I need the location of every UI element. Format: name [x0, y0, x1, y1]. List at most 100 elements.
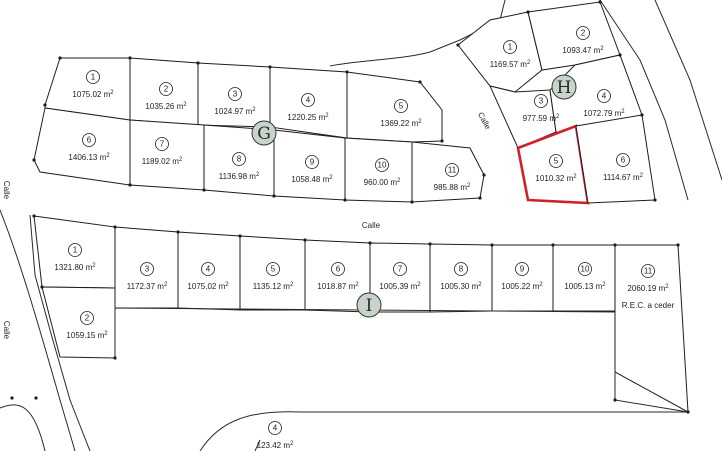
lot-number-badge — [503, 40, 517, 54]
area-unit-exponent: 2 — [417, 282, 421, 288]
lot-number: 4 — [273, 424, 278, 433]
lot-number: 7 — [160, 140, 165, 149]
lot-number-badge — [578, 262, 592, 276]
lot-area: 1005.39 m2 — [379, 282, 421, 291]
lot-number: 11 — [644, 267, 653, 276]
lot-area: 960.00 m2 — [364, 178, 401, 187]
lot-h6[interactable] — [575, 114, 656, 204]
lot-number-badge — [305, 155, 319, 169]
lot-number: 1 — [91, 73, 96, 82]
lot-area: 1005.22 m2 — [501, 282, 543, 291]
lot-label-i7: 7 1005.39 m2 — [379, 262, 421, 291]
area-unit-exponent: 2 — [325, 113, 329, 119]
lot-number-badge — [301, 93, 315, 107]
lot-number-badge — [68, 243, 82, 257]
block-marker-g[interactable]: G — [251, 120, 277, 146]
lot-area: 1035.26 m2 — [145, 102, 187, 111]
lot-number: 8 — [459, 265, 464, 274]
lot-number: 7 — [398, 265, 403, 274]
lower-mid-curve — [199, 411, 688, 451]
area-unit-exponent: 2 — [104, 331, 108, 337]
area-unit-exponent: 2 — [602, 282, 606, 288]
lot-area: 1172.37 m2 — [127, 282, 168, 291]
area-unit-exponent: 2 — [106, 153, 110, 159]
area-unit-exponent: 2 — [621, 109, 625, 115]
block-marker-h[interactable]: H — [551, 74, 577, 100]
right-road-edge-inner — [654, 0, 722, 181]
area-unit-exponent: 2 — [556, 114, 560, 120]
block-marker-i[interactable]: I — [356, 292, 382, 318]
lot-i10[interactable] — [552, 244, 616, 312]
right-road-edge-outer — [599, 0, 689, 201]
lot-number: 9 — [520, 265, 525, 274]
lot-number-badge — [140, 262, 154, 276]
lot-number: 4 — [602, 92, 607, 101]
lot-area: 1075.02 m2 — [72, 90, 114, 99]
lot-number-badge — [86, 70, 100, 84]
area-unit-exponent: 2 — [600, 46, 604, 52]
lot-i9[interactable] — [491, 244, 554, 312]
lot-i8[interactable] — [429, 243, 493, 313]
lot-number-badge — [331, 262, 345, 276]
lot-area: 2060.19 m2 — [627, 284, 669, 293]
lot-number-badge — [82, 133, 96, 147]
lot-area: 977.59 m2 — [523, 114, 560, 123]
lot-number-badge — [445, 163, 459, 177]
street-label-left-lower: Calle — [2, 321, 11, 340]
lot-number-badge — [155, 137, 169, 151]
area-unit-exponent: 2 — [179, 157, 183, 163]
lot-area: 1369.22 m2 — [380, 119, 422, 128]
lot-number-badge — [266, 262, 280, 276]
area-unit-exponent: 2 — [640, 173, 644, 179]
lot-area: 1018.87 m2 — [317, 282, 359, 291]
area-unit-exponent: 2 — [290, 282, 294, 288]
lot-number: 3 — [539, 97, 544, 106]
lot-area: 1024.97 m2 — [214, 107, 256, 116]
block-i-lower-line — [114, 307, 616, 358]
lot-g6[interactable] — [33, 107, 131, 186]
top-road-edge — [329, 0, 506, 67]
lot-area: 1189.02 m2 — [142, 157, 183, 166]
lower-left-curve — [0, 404, 46, 451]
lot-number-badge — [80, 311, 94, 325]
vertex-dots — [10, 0, 690, 414]
lot-number: 4 — [306, 96, 311, 105]
lot-note: R.E.C. a ceder — [622, 301, 675, 310]
area-unit-exponent: 2 — [478, 282, 482, 288]
area-unit-exponent: 2 — [665, 284, 669, 290]
lot-g7[interactable] — [129, 119, 205, 191]
lot-number: 1 — [73, 246, 78, 255]
lot-area: 1005.13 m2 — [564, 282, 606, 291]
lot-number: 5 — [271, 265, 276, 274]
lot-number-badge — [641, 264, 655, 278]
lot-label-i5: 5 1135.12 m2 — [253, 262, 294, 291]
area-unit-exponent: 2 — [527, 60, 531, 66]
lot-number-badge — [232, 152, 246, 166]
lot-area: 1005.30 m2 — [440, 282, 482, 291]
area-unit-exponent: 2 — [467, 183, 471, 189]
area-unit-exponent: 2 — [397, 178, 401, 184]
lot-label-i3: 3 1172.37 m2 — [127, 262, 168, 291]
lot-label-g1: 1 1075.02 m2 — [72, 70, 114, 99]
area-unit-exponent: 2 — [573, 174, 577, 180]
lot-number-badge — [394, 99, 408, 113]
lot-area: 1135.12 m2 — [253, 282, 294, 291]
lot-number: 9 — [310, 158, 315, 167]
area-unit-exponent: 2 — [355, 282, 359, 288]
lot-i2[interactable] — [41, 286, 116, 359]
lot-number: 3 — [145, 265, 150, 274]
lot-number-badge — [597, 89, 611, 103]
area-unit-exponent: 2 — [183, 102, 187, 108]
lot-h1[interactable] — [457, 11, 543, 93]
area-unit-exponent: 2 — [539, 282, 543, 288]
